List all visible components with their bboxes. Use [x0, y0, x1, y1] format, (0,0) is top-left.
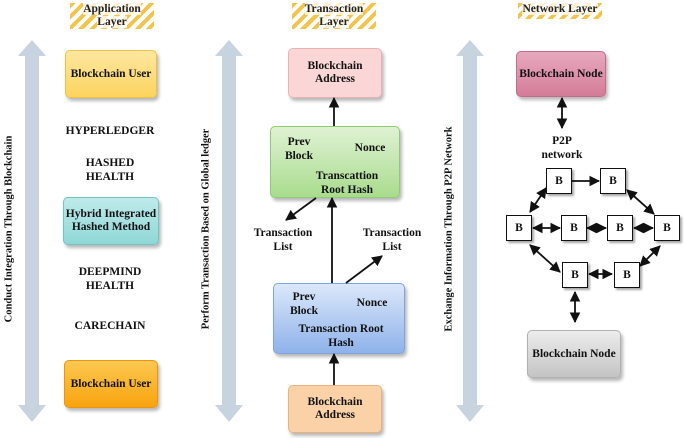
blockchain-user-top-box: Blockchain User	[65, 50, 157, 98]
p2p-node: B	[506, 215, 532, 241]
hashed-health-text: HASHED HEALTH	[85, 157, 135, 183]
blockchain-node-bottom-box: Blockchain Node	[527, 330, 621, 378]
p2p-node: B	[546, 168, 572, 194]
p2p-node: B	[654, 215, 680, 241]
p2p-link-3	[626, 189, 655, 215]
blue-block-box: Prev Block Nonce Transaction Root Hash	[273, 283, 405, 354]
p2p-node: B	[561, 215, 587, 241]
transaction-list-right: Transaction List	[362, 227, 422, 253]
hybrid-integrated-box: Hybrid Integrated Hashed Method	[63, 197, 159, 245]
middle-double-arrow	[215, 40, 243, 422]
blue-root-hash: Transaction Root Hash	[298, 323, 384, 349]
blockchain-node-top-box: Blockchain Node	[516, 51, 606, 97]
p2p-node: B	[607, 215, 633, 241]
p2p-network-label: P2P network	[541, 135, 583, 161]
green-root-hash: Transcattion Root Hash	[315, 170, 379, 196]
transaction-layer-header: Transaction Layer	[292, 3, 376, 29]
green-to-txlist-arrow	[285, 197, 317, 221]
carechain-text: CARECHAIN	[74, 320, 146, 332]
green-prev-block: Prev Block	[284, 136, 314, 162]
blockchain-address-top-box: Blockchain Address	[288, 48, 382, 98]
p2p-node: B	[614, 262, 640, 288]
p2p-link-9	[639, 245, 661, 267]
p2p-node: B	[600, 168, 626, 194]
green-nonce: Nonce	[354, 142, 386, 154]
left-double-arrow	[18, 40, 46, 422]
hyperledger-text: HYPERLEDGER	[65, 125, 155, 137]
blue-prev-block: Prev Block	[289, 291, 319, 317]
blockchain-address-bottom-box: Blockchain Address	[288, 385, 382, 433]
deepmind-health-text: DEEPMIND HEALTH	[78, 266, 142, 292]
blockchain-user-bottom-box: Blockchain User	[64, 360, 158, 408]
application-layer-header: Application Layer	[70, 3, 154, 29]
blue-to-txlist-arrow	[345, 255, 383, 284]
transaction-list-left: Transaction List	[253, 227, 313, 253]
green-block-box: Prev Block Nonce Transcattion Root Hash	[270, 126, 400, 198]
blue-nonce: Nonce	[356, 297, 388, 309]
p2p-link-7	[529, 244, 561, 273]
right-double-arrow	[456, 40, 484, 422]
p2p-link-1	[529, 187, 547, 213]
p2p-node: B	[562, 262, 588, 288]
network-layer-header: Network Layer	[518, 3, 602, 19]
